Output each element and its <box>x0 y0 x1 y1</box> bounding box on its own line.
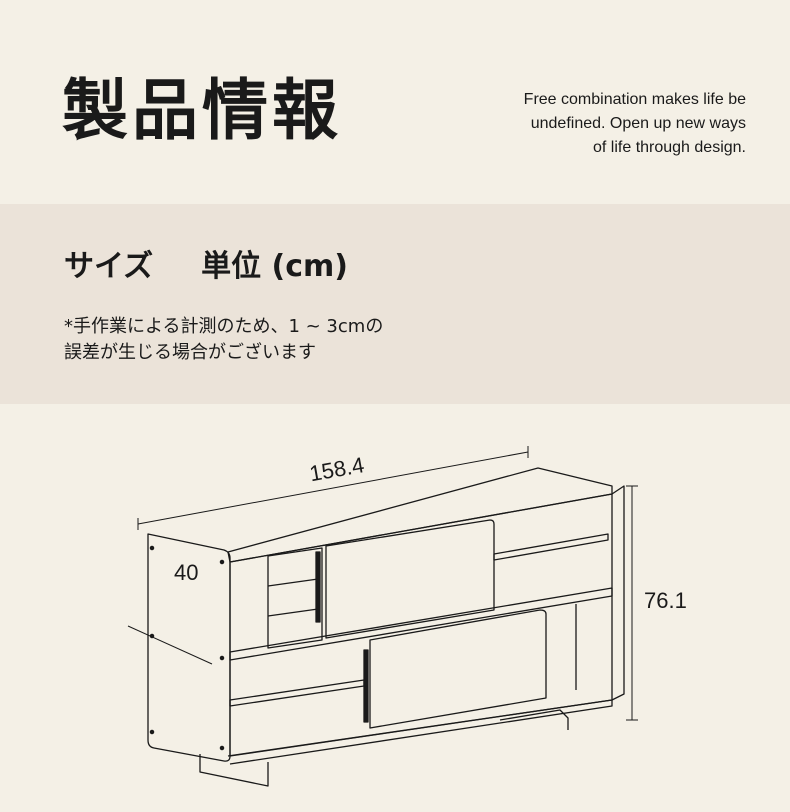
front-left-leg <box>199 754 269 787</box>
lower-left-shelf <box>229 679 365 707</box>
height-label: 76.1 <box>644 588 687 613</box>
furniture-figure: 158.4 40 76.1 <box>0 404 790 812</box>
drawer-stack <box>267 547 323 649</box>
upper-right-shelf <box>493 533 609 561</box>
size-heading: サイズ 単位 (cm) <box>64 252 348 282</box>
upper-sliding-door <box>325 519 495 639</box>
cabinet-front <box>229 493 613 757</box>
rear-right-leg <box>499 709 569 730</box>
width-label: 158.4 <box>308 452 367 486</box>
header-band: 製品情報 Free combination makes life be unde… <box>0 0 790 204</box>
side-pin-4 <box>219 655 225 661</box>
bottom-plinth <box>227 699 613 765</box>
page-title: 製品情報 <box>62 72 342 149</box>
side-pin-6 <box>219 745 225 751</box>
drawer-divider-2 <box>267 608 319 617</box>
height-dimension-ticks <box>626 485 638 721</box>
depth-guide-line <box>127 625 213 665</box>
cabinet-diagram: 158.4 40 76.1 <box>127 446 687 787</box>
middle-shelf <box>229 587 613 661</box>
tagline-line-1: Free combination makes life be <box>523 91 746 108</box>
note-line-2: 誤差が生じる場合がございます <box>64 342 316 363</box>
tagline-line-3: of life through design. <box>593 139 746 156</box>
unit-label: 単位 (cm) <box>201 249 349 284</box>
side-pin-5 <box>149 729 155 735</box>
lower-sliding-door <box>369 609 547 729</box>
cabinet-back-edge <box>611 485 625 701</box>
left-side-panel <box>147 533 231 762</box>
measurement-note: *手作業による計測のため、1 ~ 3cmの 誤差が生じる場合がございます <box>64 314 383 366</box>
depth-label: 40 <box>174 560 198 585</box>
side-pin-2 <box>219 559 225 565</box>
tagline: Free combination makes life be undefined… <box>446 88 746 160</box>
note-line-1: *手作業による計測のため、1 ~ 3cmの <box>64 316 384 337</box>
cabinet-top <box>227 467 613 563</box>
width-dimension-ticks <box>137 446 529 530</box>
lower-handle <box>363 649 369 723</box>
width-dimension-line <box>137 451 529 525</box>
upper-handle <box>315 551 321 623</box>
size-label: サイズ <box>64 249 154 284</box>
tagline-line-2: undefined. Open up new ways <box>530 115 746 132</box>
drawer-divider-1 <box>267 578 319 587</box>
side-pin-1 <box>149 545 155 551</box>
